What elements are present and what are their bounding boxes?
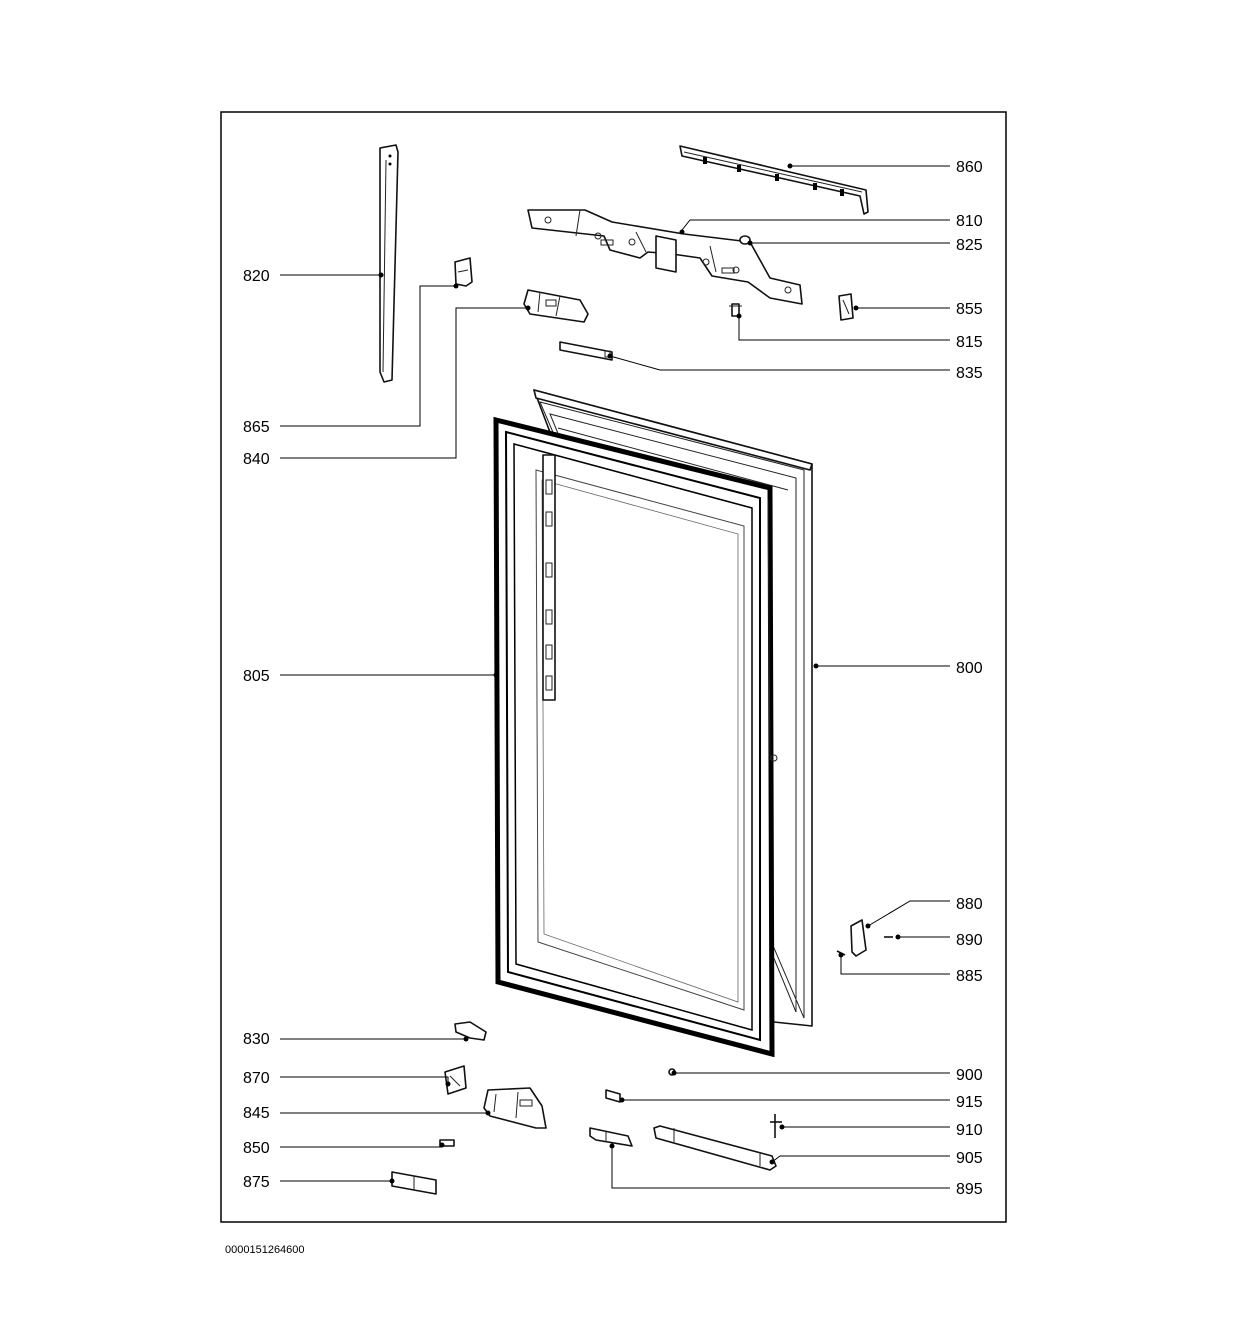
callout-855: 855	[956, 301, 983, 318]
part-840-hinge	[523, 289, 589, 323]
part-810-top-bracket	[527, 209, 803, 305]
part-805-gasket	[493, 416, 778, 1058]
callout-820: 820	[243, 268, 270, 285]
callout-870: 870	[243, 1070, 270, 1087]
part-845-hinge	[483, 1087, 547, 1129]
part-895-pin-block	[589, 1127, 633, 1147]
callout-905: 905	[956, 1150, 983, 1167]
callout-895: 895	[956, 1181, 983, 1198]
callout-910: 910	[956, 1122, 983, 1139]
part-820-vertical-bar	[379, 144, 399, 383]
part-880-cover	[850, 919, 867, 957]
part-870-plate	[444, 1065, 467, 1095]
callout-900: 900	[956, 1067, 983, 1084]
callout-805: 805	[243, 668, 270, 685]
callout-865: 865	[243, 419, 270, 436]
drawing-id: 0000151264600	[225, 1244, 305, 1256]
part-850-screw	[439, 1139, 455, 1147]
part-865-bracket	[454, 257, 473, 287]
callout-810: 810	[956, 213, 983, 230]
diagram-border	[220, 111, 1007, 1223]
callout-825: 825	[956, 237, 983, 254]
part-910-screw	[770, 1114, 782, 1138]
leader-lines	[280, 163, 950, 1189]
part-825-clip	[739, 235, 751, 245]
callout-840: 840	[243, 451, 270, 468]
callout-890: 890	[956, 932, 983, 949]
part-835-strip	[559, 341, 613, 361]
callout-labels: 860 810 825 855 815 835 800 880 890 885 …	[243, 159, 983, 1198]
callout-860: 860	[956, 159, 983, 176]
callout-830: 830	[243, 1031, 270, 1048]
part-875-strip	[391, 1171, 437, 1195]
callout-880: 880	[956, 896, 983, 913]
callout-875: 875	[243, 1174, 270, 1191]
callout-885: 885	[956, 968, 983, 985]
part-830-hinge	[454, 1021, 487, 1041]
callout-800: 800	[956, 660, 983, 677]
part-915-bushing	[605, 1089, 621, 1103]
callout-915: 915	[956, 1094, 983, 1111]
callout-815: 815	[956, 334, 983, 351]
callout-850: 850	[243, 1140, 270, 1157]
callout-835: 835	[956, 365, 983, 382]
part-815-screw	[729, 303, 742, 317]
part-860-top-strip	[679, 145, 869, 215]
callout-845: 845	[243, 1105, 270, 1122]
part-855-plate	[838, 293, 854, 321]
part-905-rod	[653, 1125, 777, 1171]
